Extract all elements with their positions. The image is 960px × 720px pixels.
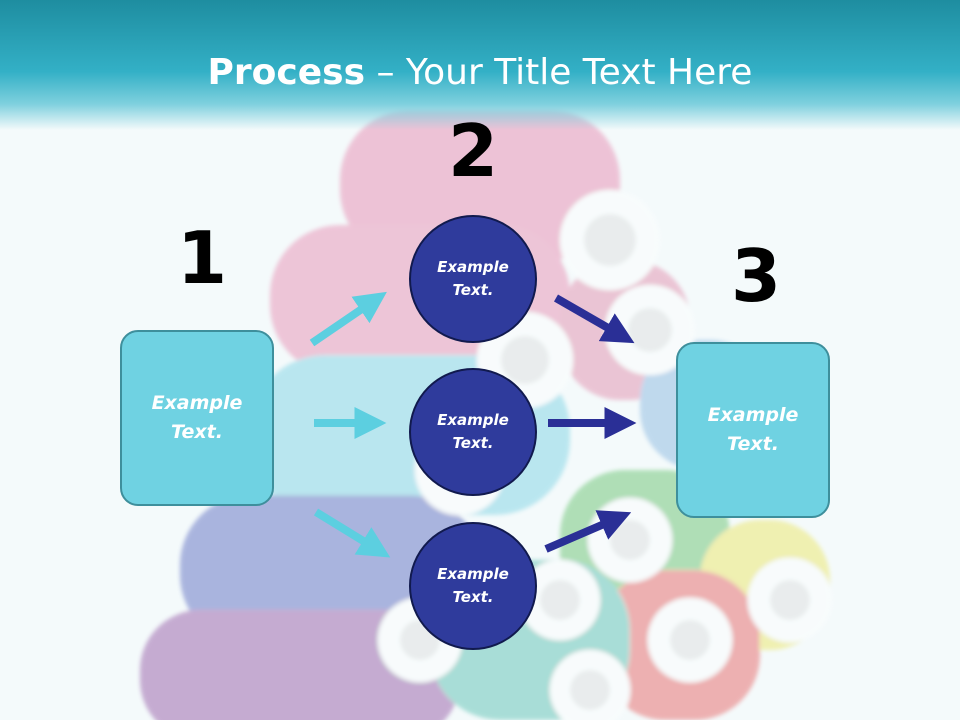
step-number-1: 1 — [177, 216, 228, 300]
title-rest: – Your Title Text Here — [365, 52, 753, 93]
step-number-3: 3 — [731, 234, 782, 318]
circle-bottom-line2: Text. — [452, 588, 494, 606]
arrow-right-up-dark — [544, 510, 632, 553]
arrow-right-down-dark — [554, 294, 635, 344]
arrow-right-down-light — [313, 508, 391, 558]
step-1-box-line2: Text. — [171, 421, 223, 443]
arrow-right-up-light — [309, 291, 387, 347]
header-bar — [0, 0, 960, 130]
step-3-box-line2: Text. — [727, 433, 779, 455]
step-number-2: 2 — [448, 109, 499, 193]
circle-bottom-line1: Example — [437, 565, 509, 583]
circle-middle-line2: Text. — [452, 434, 494, 452]
page-title: Process – Your Title Text Here — [0, 52, 960, 93]
circle-top-line2: Text. — [452, 281, 494, 299]
circle-top-line1: Example — [437, 258, 509, 276]
circle-middle-line1: Example — [437, 411, 509, 429]
step-3-box-line1: Example — [707, 404, 799, 426]
title-bold: Process — [207, 52, 366, 93]
step-1-box-line1: Example — [151, 392, 243, 414]
